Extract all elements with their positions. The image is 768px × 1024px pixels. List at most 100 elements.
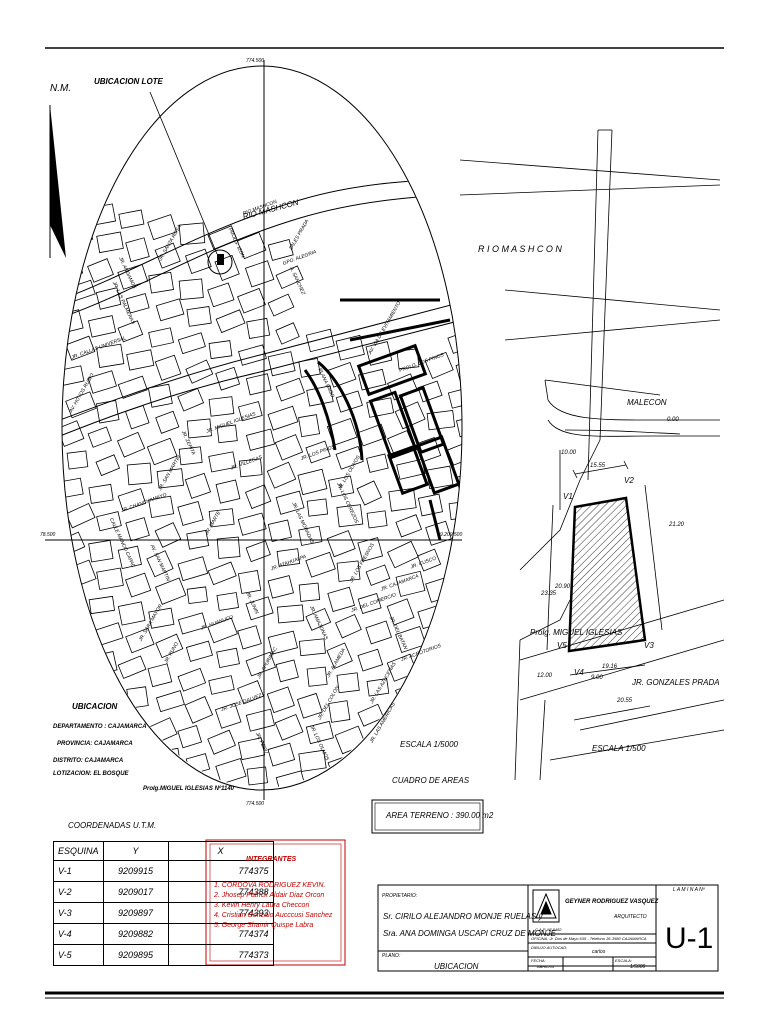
map-block <box>267 742 296 767</box>
lotizacion: LOTIZACION: EL BOSQUE <box>53 771 129 777</box>
dim-20-55: 20.55 <box>617 698 633 704</box>
map-block <box>245 540 271 563</box>
dim-10-00: 10.00 <box>561 450 577 456</box>
map-block <box>148 327 174 348</box>
map-block <box>418 662 447 686</box>
map-block <box>125 796 152 822</box>
map-block <box>328 700 351 723</box>
integrante-item: 5. George Shamir Quispe Labra <box>214 922 314 929</box>
area-terreno: AREA TERRENO : 390.00 m2 <box>386 811 494 820</box>
map-block <box>366 678 390 697</box>
dibujo-value: carlos <box>592 949 606 955</box>
map-block <box>397 852 424 873</box>
map-block <box>62 531 86 557</box>
dim-19-16: 19.16 <box>602 664 618 670</box>
map-block <box>95 287 122 310</box>
map-block <box>305 720 334 745</box>
map-block <box>177 332 206 355</box>
map-block <box>146 437 178 466</box>
map-block <box>66 224 94 246</box>
map-block <box>305 328 335 353</box>
utm-y: 9209897 <box>102 902 169 924</box>
map-block <box>246 317 271 339</box>
map-block <box>117 488 147 512</box>
map-block <box>327 811 354 837</box>
scale-map: ESCALA 1/5000 <box>400 740 458 749</box>
map-block <box>207 225 238 250</box>
map-block <box>296 692 323 719</box>
map-block <box>336 672 360 694</box>
departamento: DEPARTAMENTO : CAJAMARCA <box>53 724 147 730</box>
distrito: DISTRITO: CAJAMARCA <box>53 758 124 764</box>
map-block <box>177 667 207 692</box>
dim-20-90: 20.90 <box>555 584 571 590</box>
map-block <box>326 417 358 446</box>
dim-15-55: 15.55 <box>590 463 606 469</box>
fecha-label: FECHA: <box>531 958 546 963</box>
owner-2: Sra. ANA DOMINGA USCAPI CRUZ DE MONJE <box>383 929 556 938</box>
map-block <box>116 431 146 458</box>
map-block <box>147 214 178 241</box>
map-block <box>155 690 185 713</box>
map-block <box>64 559 97 589</box>
escala-value: 1/5000 <box>630 964 646 970</box>
map-block <box>425 687 456 713</box>
map-block <box>184 696 214 724</box>
map-block <box>417 548 442 572</box>
map-block <box>208 508 235 528</box>
map-block <box>237 625 262 650</box>
cap-number: C.A.P. Nº 5482 <box>535 927 562 932</box>
map-block <box>125 517 150 542</box>
map-block <box>62 645 83 668</box>
prolongation-label: Prolg. MIGUEL IGLESIAS <box>530 628 623 637</box>
map-block <box>238 401 263 422</box>
map-block <box>96 343 125 368</box>
map-block <box>216 592 239 611</box>
map-block <box>395 625 427 654</box>
dim-21-20: 21.20 <box>669 522 685 528</box>
map-block <box>356 480 382 506</box>
map-block <box>267 575 294 599</box>
map-block <box>88 203 117 226</box>
map-block <box>456 863 480 885</box>
map-block <box>215 309 246 334</box>
map-block <box>306 666 328 687</box>
map-block <box>155 298 185 322</box>
map-block <box>237 512 267 536</box>
map-block <box>177 612 207 635</box>
map-block <box>215 366 241 391</box>
map-block <box>95 454 121 477</box>
map-block <box>326 530 356 558</box>
map-block <box>335 613 362 639</box>
map-block <box>326 642 353 669</box>
map-block <box>276 604 305 624</box>
coord-right: 9.209.500 <box>440 532 463 538</box>
map-block <box>267 405 299 431</box>
architect-role: ARQUITECTO <box>614 914 647 920</box>
map-block <box>365 620 393 645</box>
map-block <box>156 468 184 489</box>
map-block <box>276 548 301 567</box>
map-block <box>366 397 395 418</box>
map-block <box>447 610 462 635</box>
dim-12-00: 12.00 <box>537 673 553 679</box>
map-block <box>238 344 267 366</box>
vertex-v1: V1 <box>563 492 573 501</box>
map-block <box>177 781 208 788</box>
map-block <box>266 686 295 714</box>
map-block <box>335 782 364 788</box>
map-block <box>177 501 204 526</box>
map-block <box>418 717 444 738</box>
map-block <box>126 686 149 709</box>
vertex-v2: V2 <box>624 476 634 485</box>
map-block <box>327 753 359 779</box>
map-block <box>274 713 304 741</box>
map-block <box>447 330 462 354</box>
map-block <box>447 554 462 581</box>
map-block <box>455 358 462 384</box>
map-block <box>117 375 148 399</box>
map-block <box>207 617 238 644</box>
